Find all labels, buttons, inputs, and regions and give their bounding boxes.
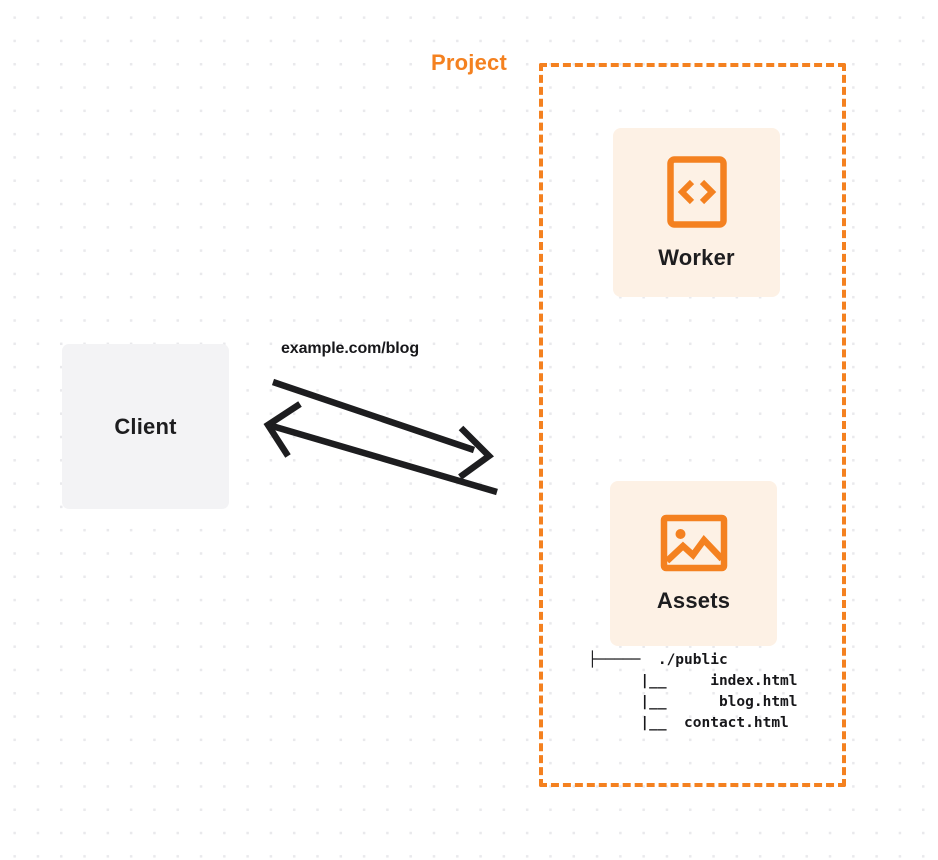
assets-file-tree: ├───── ./public |__ index.html |__ blog.… <box>588 650 798 734</box>
project-container <box>539 63 846 787</box>
response-arrow <box>263 378 476 458</box>
client-label: Client <box>114 413 177 439</box>
file-tree-line: |__ contact.html <box>588 715 789 731</box>
assets-node[interactable]: Assets <box>610 481 777 646</box>
file-tree-line: ├───── ./public <box>588 652 728 668</box>
image-icon <box>660 514 728 572</box>
assets-label: Assets <box>656 587 731 613</box>
file-tree-line: |__ blog.html <box>588 694 798 710</box>
code-brackets-icon <box>666 155 728 229</box>
worker-label: Worker <box>658 244 735 270</box>
project-title: Project <box>424 50 514 76</box>
client-node[interactable]: Client <box>62 344 229 509</box>
request-arrow <box>271 422 498 496</box>
worker-node[interactable]: Worker <box>613 128 780 297</box>
request-url-label: example.com/blog <box>281 340 419 357</box>
file-tree-line: |__ index.html <box>588 673 798 689</box>
